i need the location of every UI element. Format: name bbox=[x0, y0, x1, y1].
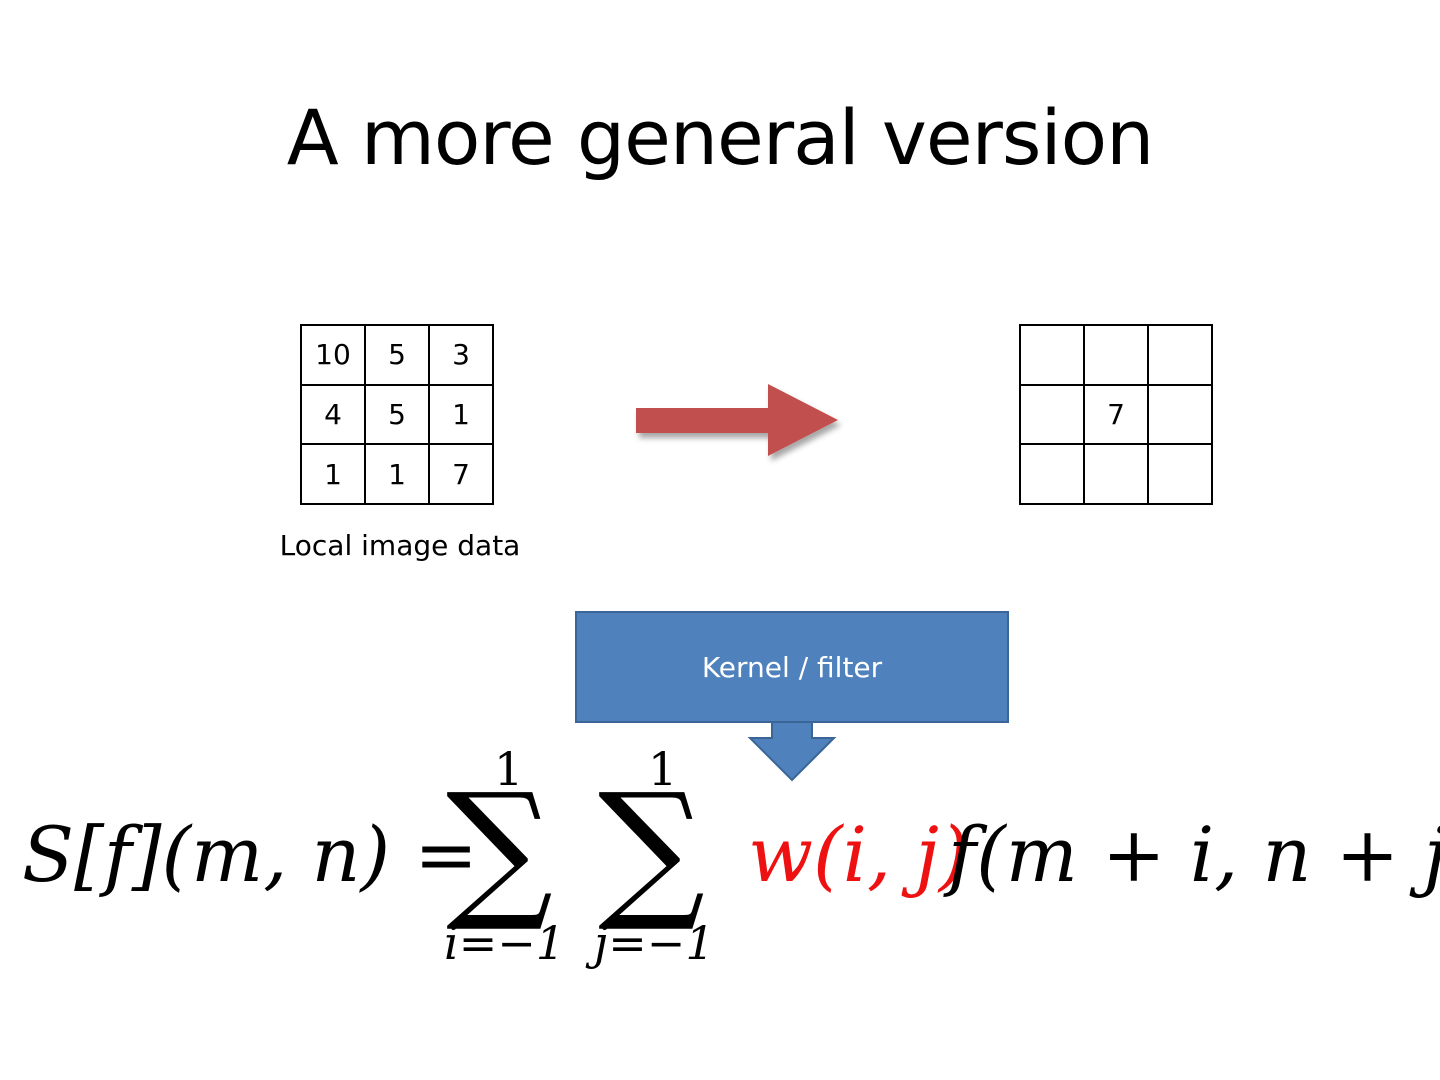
grid-cell bbox=[1147, 324, 1213, 386]
grid-row: 1 1 7 bbox=[300, 443, 494, 505]
summation-j-icon: ∑ bbox=[598, 762, 706, 936]
grid-cell: 3 bbox=[428, 324, 494, 386]
grid-cell-center: 7 bbox=[1083, 383, 1149, 446]
slide-title: A more general version bbox=[286, 93, 1155, 182]
right-arrow-icon bbox=[636, 384, 838, 456]
grid-row bbox=[1019, 324, 1213, 386]
grid-row: 4 5 1 bbox=[300, 383, 494, 446]
kernel-callout-label: Kernel / filter bbox=[701, 651, 883, 684]
sum-j-upper-limit: 1 bbox=[648, 742, 678, 796]
sum-j-lower-limit: j=−1 bbox=[594, 916, 715, 970]
local-image-caption: Local image data bbox=[279, 529, 521, 562]
grid-cell bbox=[1147, 443, 1213, 505]
grid-cell bbox=[1083, 443, 1149, 505]
grid-cell: 10 bbox=[300, 324, 366, 386]
grid-cell: 1 bbox=[428, 383, 494, 446]
grid-cell bbox=[1147, 383, 1213, 446]
grid-cell: 1 bbox=[364, 443, 430, 505]
equation-lhs: S[f](m, n) = bbox=[22, 810, 478, 899]
sum-i-upper-limit: 1 bbox=[494, 742, 524, 796]
grid-cell: 7 bbox=[428, 443, 494, 505]
grid-cell: 5 bbox=[364, 324, 430, 386]
grid-cell: 5 bbox=[364, 383, 430, 446]
grid-row bbox=[1019, 443, 1213, 505]
local-image-grid: 10 5 3 4 5 1 1 1 7 bbox=[300, 324, 494, 505]
equation-rhs: f(m + i, n + j) bbox=[948, 810, 1440, 899]
output-grid: 7 bbox=[1019, 324, 1213, 505]
grid-cell bbox=[1019, 383, 1085, 446]
grid-cell: 4 bbox=[300, 383, 366, 446]
grid-row: 10 5 3 bbox=[300, 324, 494, 386]
summation-i-icon: ∑ bbox=[446, 762, 554, 936]
grid-cell bbox=[1083, 324, 1149, 386]
kernel-callout-box bbox=[575, 611, 1009, 723]
grid-cell bbox=[1019, 443, 1085, 505]
grid-cell bbox=[1019, 324, 1085, 386]
grid-cell: 1 bbox=[300, 443, 366, 505]
grid-row: 7 bbox=[1019, 383, 1213, 446]
equation-weight-term: w(i, j) bbox=[748, 810, 969, 899]
down-arrow-icon bbox=[747, 721, 837, 782]
sum-i-lower-limit: i=−1 bbox=[444, 916, 566, 970]
